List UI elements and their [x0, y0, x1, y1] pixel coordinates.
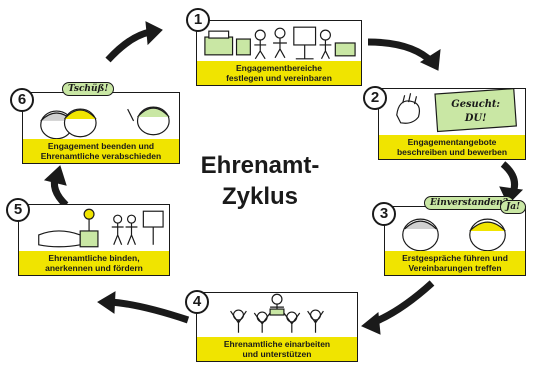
- step-2-card: Gesucht: DU! Engagementangebote beschrei…: [378, 88, 526, 160]
- step-2-illustration: Gesucht: DU!: [396, 89, 517, 133]
- step-2-label-line-2: beschreiben und bewerben: [396, 147, 508, 157]
- step-6-label: Engagement beenden und Ehrenamtliche ver…: [23, 139, 179, 163]
- step-2-sign-line-1: Gesucht:: [451, 99, 500, 110]
- step-6-illustration: [40, 106, 170, 139]
- step-4-number: 4: [185, 290, 209, 314]
- step-1-number: 1: [186, 8, 210, 32]
- arrow-1-to-2: [367, 38, 441, 71]
- arrow-6-to-1: [105, 21, 163, 63]
- step-6-label-line-1: Engagement beenden und: [47, 141, 155, 151]
- step-3-label-line-2: Vereinbarungen treffen: [408, 263, 502, 273]
- step-3-illustration: [402, 218, 506, 251]
- step-1-label-line-2: festlegen und vereinbaren: [226, 73, 332, 83]
- arrow-5-to-6: [43, 165, 69, 208]
- arrow-4-to-5: [97, 291, 190, 324]
- step-2-label: Engagementangebote beschreiben und bewer…: [379, 135, 525, 159]
- step-6-bubble: Tschüß!: [62, 82, 115, 96]
- diagram-title: Ehrenamt- Zyklus: [180, 150, 340, 212]
- title-line-1: Ehrenamt-: [200, 152, 320, 179]
- step-1-illustration: [204, 26, 356, 60]
- step-2-sign-line-2: DU!: [464, 113, 486, 124]
- step-3-label: Erstgespräche führen und Vereinbarungen …: [385, 251, 525, 275]
- step-1-label: Engagementbereiche festlegen und vereinb…: [197, 61, 361, 85]
- arrow-3-to-4: [361, 280, 435, 335]
- step-3-bubble-question: Einverstanden?: [424, 196, 514, 210]
- arrow-2-to-3: [499, 161, 524, 205]
- step-4-label-line-1: Ehrenamtliche einarbeiten: [223, 339, 331, 349]
- step-2-label-line-1: Engagementangebote: [407, 137, 497, 147]
- step-5-illustration: [38, 208, 164, 248]
- step-3-label-line-1: Erstgespräche führen und: [402, 253, 508, 263]
- step-6-card: Engagement beenden und Ehrenamtliche ver…: [22, 92, 180, 164]
- step-5-card: Ehrenamtliche binden, anerkennen und för…: [18, 204, 170, 276]
- step-5-number: 5: [6, 198, 30, 222]
- step-4-label-line-2: und unterstützen: [242, 349, 312, 359]
- step-3-card: Erstgespräche führen und Vereinbarungen …: [384, 206, 526, 276]
- step-4-label: Ehrenamtliche einarbeiten und unterstütz…: [197, 337, 357, 361]
- step-5-label-line-1: Ehrenamtliche binden,: [48, 253, 140, 263]
- title-line-2: Zyklus: [221, 183, 299, 210]
- step-3-number: 3: [372, 202, 396, 226]
- step-4-illustration: [230, 293, 324, 333]
- step-6-number: 6: [10, 88, 34, 112]
- step-5-label-line-2: anerkennen und fördern: [45, 263, 143, 273]
- step-2-number: 2: [363, 86, 387, 110]
- step-3-bubble-answer: Ja!: [500, 200, 527, 214]
- step-4-card: Ehrenamtliche einarbeiten und unterstütz…: [196, 292, 358, 362]
- step-1-label-line-1: Engagementbereiche: [236, 63, 322, 73]
- step-1-card: Engagementbereiche festlegen und vereinb…: [196, 20, 362, 86]
- step-6-label-line-2: Ehrenamtliche verabschieden: [40, 151, 162, 161]
- step-5-label: Ehrenamtliche binden, anerkennen und för…: [19, 251, 169, 275]
